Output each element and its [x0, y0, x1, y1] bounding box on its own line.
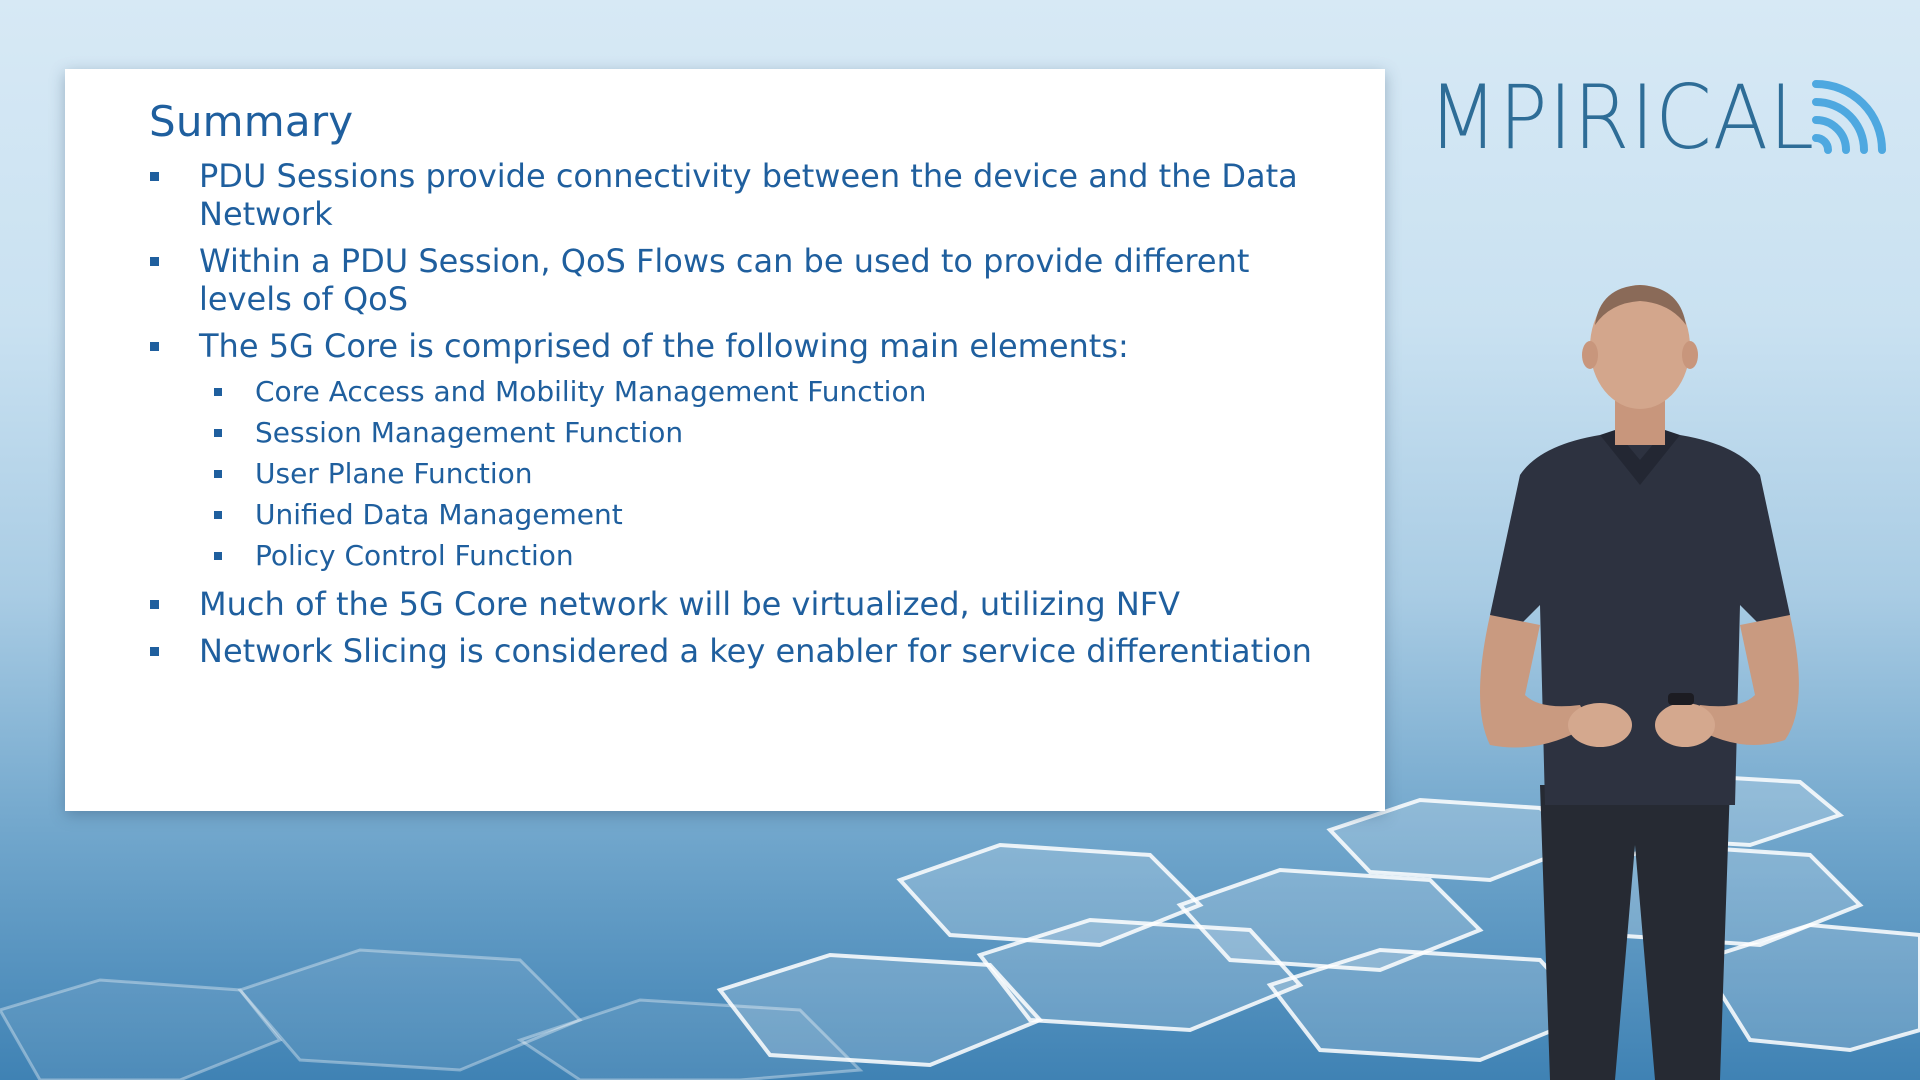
presentation-slide: Summary PDU Sessions provide connectivit…: [65, 69, 1385, 811]
sub-bullet-item: Policy Control Function: [199, 535, 1329, 576]
bullet-text: The 5G Core is comprised of the followin…: [199, 327, 1129, 365]
bullet-item: Network Slicing is considered a key enab…: [149, 632, 1329, 670]
sub-bullet-item: Session Management Function: [199, 412, 1329, 453]
presenter-figure: [1480, 285, 1799, 1080]
wireless-waves-icon: [1812, 80, 1886, 154]
sub-bullet-list: Core Access and Mobility Management Func…: [199, 371, 1329, 576]
sub-bullet-item: Core Access and Mobility Management Func…: [199, 371, 1329, 412]
mpirical-logo: MPIRICAL: [1428, 70, 1888, 166]
bullet-item: PDU Sessions provide connectivity betwee…: [149, 157, 1329, 233]
bullet-item: Within a PDU Session, QoS Flows can be u…: [149, 242, 1329, 318]
bullet-text: Network Slicing is considered a key enab…: [199, 632, 1312, 670]
sub-bullet-item: Unified Data Management: [199, 494, 1329, 535]
slide-title: Summary: [149, 97, 354, 146]
bullet-item: The 5G Core is comprised of the followin…: [149, 327, 1329, 576]
sub-bullet-item: User Plane Function: [199, 453, 1329, 494]
bullet-list: PDU Sessions provide connectivity betwee…: [149, 157, 1329, 679]
logo-wordmark: MPIRICAL: [1428, 66, 1816, 169]
bullet-text: Much of the 5G Core network will be virt…: [199, 585, 1181, 623]
bullet-text: Within a PDU Session, QoS Flows can be u…: [199, 242, 1250, 318]
bullet-text: PDU Sessions provide connectivity betwee…: [199, 157, 1298, 233]
bullet-item: Much of the 5G Core network will be virt…: [149, 585, 1329, 623]
